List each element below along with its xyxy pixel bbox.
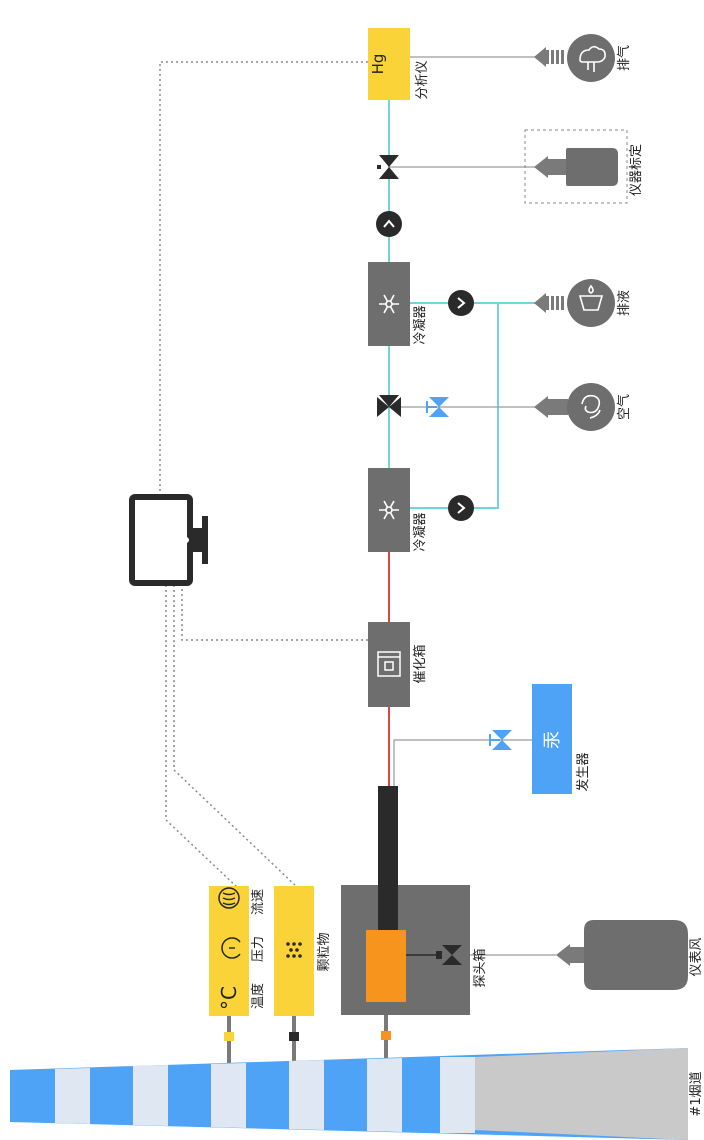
flue-label: #1烟道 [689, 1071, 704, 1116]
probe-valve-stem [436, 951, 442, 959]
air[interactable]: 空气 [534, 383, 632, 431]
wind-icon [218, 887, 240, 909]
chevron-icon [448, 495, 474, 521]
signal-lines [159, 61, 368, 889]
valve-icon[interactable] [377, 395, 401, 417]
flue: #1烟道 [10, 1048, 704, 1140]
flow-rate-label: 流速 [251, 889, 266, 915]
catalyst-box-body [368, 622, 410, 707]
sensor-particulate[interactable]: 颗粒物 [274, 886, 332, 1072]
gauge-icon [221, 937, 241, 959]
chevron-icon [376, 211, 402, 237]
catalyst-box[interactable]: 催化箱 [368, 622, 428, 707]
analyzer-box [368, 28, 410, 100]
instrument-air-label: 仪表风 [689, 937, 704, 976]
signal-line-catalyst [181, 585, 368, 641]
generator[interactable]: 汞 发生器 [532, 684, 591, 794]
calibration-label: 仪器标定 [629, 144, 644, 196]
flue-stripes [55, 1057, 475, 1133]
valve-icon[interactable] [426, 397, 449, 417]
probe-filter [366, 930, 406, 1002]
flue-base [475, 1048, 688, 1140]
exhaust-circle [567, 34, 615, 82]
snowflake-icon [379, 294, 399, 314]
line-generator [393, 739, 532, 786]
condenser-lower-label: 冷凝器 [412, 512, 428, 551]
condenser-upper-label: 冷凝器 [412, 305, 428, 344]
condenser-upper[interactable]: 冷凝器 [368, 262, 428, 346]
generator-label: 发生器 [575, 752, 591, 791]
drain-label: 排液 [617, 290, 632, 316]
analyzer[interactable]: Hg 分析仪 [368, 28, 430, 100]
exhaust[interactable]: 排气 [534, 34, 632, 82]
tank-icon [566, 148, 618, 186]
swirl-icon [581, 394, 601, 419]
probe-connector [381, 1031, 391, 1040]
arrow-icon [534, 156, 568, 178]
calibration[interactable]: 仪器标定 [524, 129, 644, 204]
exhaust-label: 排气 [616, 45, 632, 71]
temperature-label: 温度 [250, 983, 266, 1009]
valve-icon[interactable] [442, 945, 462, 965]
signal-line-flow [165, 585, 239, 889]
probe-box[interactable]: 探头箱 [341, 786, 488, 1015]
generator-box [532, 684, 572, 794]
analyzer-hg-label: Hg [369, 54, 387, 75]
pressure-label: 压力 [251, 936, 266, 962]
arrow-icon [534, 47, 564, 67]
calibration-frame [524, 129, 628, 204]
arrow-icon [556, 944, 586, 966]
valve-icon[interactable] [489, 730, 512, 750]
box-icon [377, 651, 401, 677]
particles-icon [286, 942, 302, 958]
arrow-icon [534, 396, 568, 418]
probe-box-label: 探头箱 [472, 948, 488, 987]
particulate-label: 颗粒物 [317, 932, 332, 971]
signal-line-analyzer [159, 61, 368, 496]
condenser-lower[interactable]: 冷凝器 [368, 468, 428, 552]
generator-glyph: 汞 [542, 731, 563, 749]
air-circle [567, 383, 615, 431]
probe-tube [378, 786, 398, 931]
signal-line-particulate [173, 585, 299, 889]
snowflake-icon [379, 500, 399, 520]
drain-circle [567, 279, 615, 327]
thermometer-icon: °C [217, 986, 241, 1010]
drain[interactable]: 排液 [534, 279, 632, 327]
pump-top[interactable] [376, 211, 402, 237]
sensor-particulate-connector [289, 1032, 299, 1041]
chevron-icon [448, 290, 474, 316]
sensor-particulate-box [274, 886, 314, 1016]
droplet-icon [578, 284, 604, 311]
drain-pump-upper[interactable] [448, 290, 474, 316]
air-label: 空气 [616, 394, 632, 420]
catalyst-box-label: 催化箱 [412, 644, 428, 683]
valve-icon[interactable] [377, 155, 399, 179]
analyzer-label: 分析仪 [415, 60, 430, 99]
sensor-tpf-connector [224, 1032, 234, 1041]
monitor-icon[interactable] [129, 494, 208, 586]
cloud-icon [579, 45, 606, 72]
arrow-icon [534, 293, 564, 313]
tank-icon [584, 920, 688, 990]
sensor-tpf[interactable]: °C 温度 压力 流速 [209, 886, 266, 1072]
drain-pump-lower[interactable] [448, 495, 474, 521]
instrument-air[interactable]: 仪表风 [556, 920, 704, 990]
